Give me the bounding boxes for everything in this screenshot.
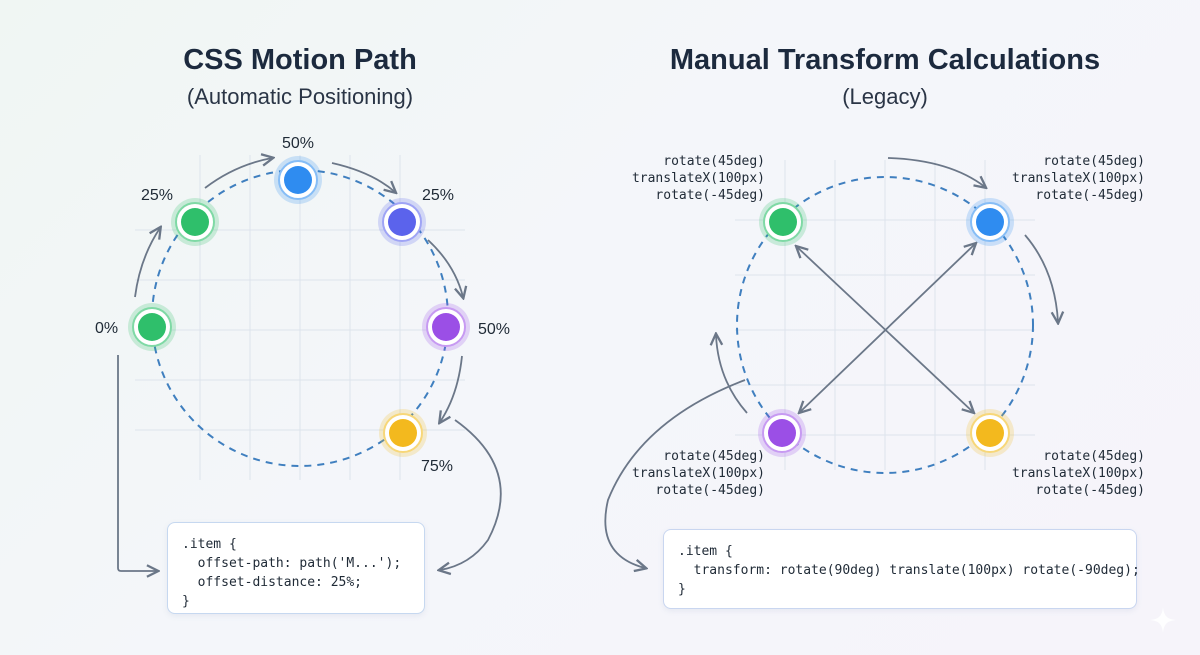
right-dot-bottom-left bbox=[758, 409, 806, 457]
sparkle-icon bbox=[1150, 607, 1176, 633]
svg-text:rotate(-45deg): rotate(-45deg) bbox=[1035, 188, 1145, 203]
svg-text:rotate(45deg): rotate(45deg) bbox=[1043, 449, 1145, 464]
right-dot-top-right bbox=[966, 198, 1014, 246]
left-code-snippet: .item { offset-path: path('M...'); offse… bbox=[167, 522, 425, 614]
code-line: } bbox=[678, 582, 686, 597]
svg-text:rotate(45deg): rotate(45deg) bbox=[1043, 154, 1145, 169]
left-panel-subtitle: (Automatic Positioning) bbox=[186, 84, 414, 109]
left-dot-0 bbox=[128, 303, 176, 351]
svg-text:rotate(-45deg): rotate(-45deg) bbox=[655, 483, 765, 498]
left-dot-25a bbox=[171, 198, 219, 246]
transform-text-top-left: rotate(45deg) translateX(100px) rotate(-… bbox=[632, 154, 765, 203]
right-dot-top-left bbox=[759, 198, 807, 246]
svg-text:translateX(100px): translateX(100px) bbox=[1012, 466, 1145, 481]
right-panel-title: Manual Transform Calculations bbox=[669, 44, 1101, 76]
label-25a: 25% bbox=[141, 187, 173, 204]
left-dot-50b bbox=[422, 303, 470, 351]
code-line: transform: rotate(90deg) translate(100px… bbox=[678, 563, 1140, 578]
code-line: offset-path: path('M...'); bbox=[182, 556, 402, 571]
label-50b: 50% bbox=[478, 321, 510, 338]
code-line: } bbox=[182, 594, 190, 609]
transform-text-bottom-right: rotate(45deg) translateX(100px) rotate(-… bbox=[1012, 449, 1145, 498]
right-circle-path bbox=[736, 176, 1034, 474]
code-line: .item { bbox=[182, 537, 237, 552]
svg-text:rotate(45deg): rotate(45deg) bbox=[663, 449, 765, 464]
right-flow-arrows bbox=[604, 157, 1058, 568]
transform-text-bottom-left: rotate(45deg) translateX(100px) rotate(-… bbox=[632, 449, 765, 498]
left-flow-arrows bbox=[117, 158, 502, 571]
right-panel-subtitle: (Legacy) bbox=[842, 84, 928, 109]
left-panel-title: CSS Motion Path bbox=[183, 44, 417, 76]
svg-text:translateX(100px): translateX(100px) bbox=[1012, 171, 1145, 186]
svg-text:rotate(45deg): rotate(45deg) bbox=[663, 154, 765, 169]
label-75: 75% bbox=[421, 458, 453, 475]
code-line: offset-distance: 25%; bbox=[182, 575, 363, 590]
label-25b: 25% bbox=[422, 187, 454, 204]
right-dot-bottom-right bbox=[966, 409, 1014, 457]
svg-text:rotate(-45deg): rotate(-45deg) bbox=[1035, 483, 1145, 498]
code-line: .item { bbox=[678, 544, 733, 559]
transform-text-top-right: rotate(45deg) translateX(100px) rotate(-… bbox=[1012, 154, 1145, 203]
label-50a: 50% bbox=[282, 135, 314, 152]
left-dot-75 bbox=[379, 409, 427, 457]
svg-text:translateX(100px): translateX(100px) bbox=[632, 171, 765, 186]
left-dot-50a bbox=[274, 156, 322, 204]
left-dot-25b bbox=[378, 198, 426, 246]
right-code-snippet: .item { transform: rotate(90deg) transla… bbox=[663, 529, 1140, 609]
svg-text:rotate(-45deg): rotate(-45deg) bbox=[655, 188, 765, 203]
label-0: 0% bbox=[95, 320, 118, 337]
svg-text:translateX(100px): translateX(100px) bbox=[632, 466, 765, 481]
